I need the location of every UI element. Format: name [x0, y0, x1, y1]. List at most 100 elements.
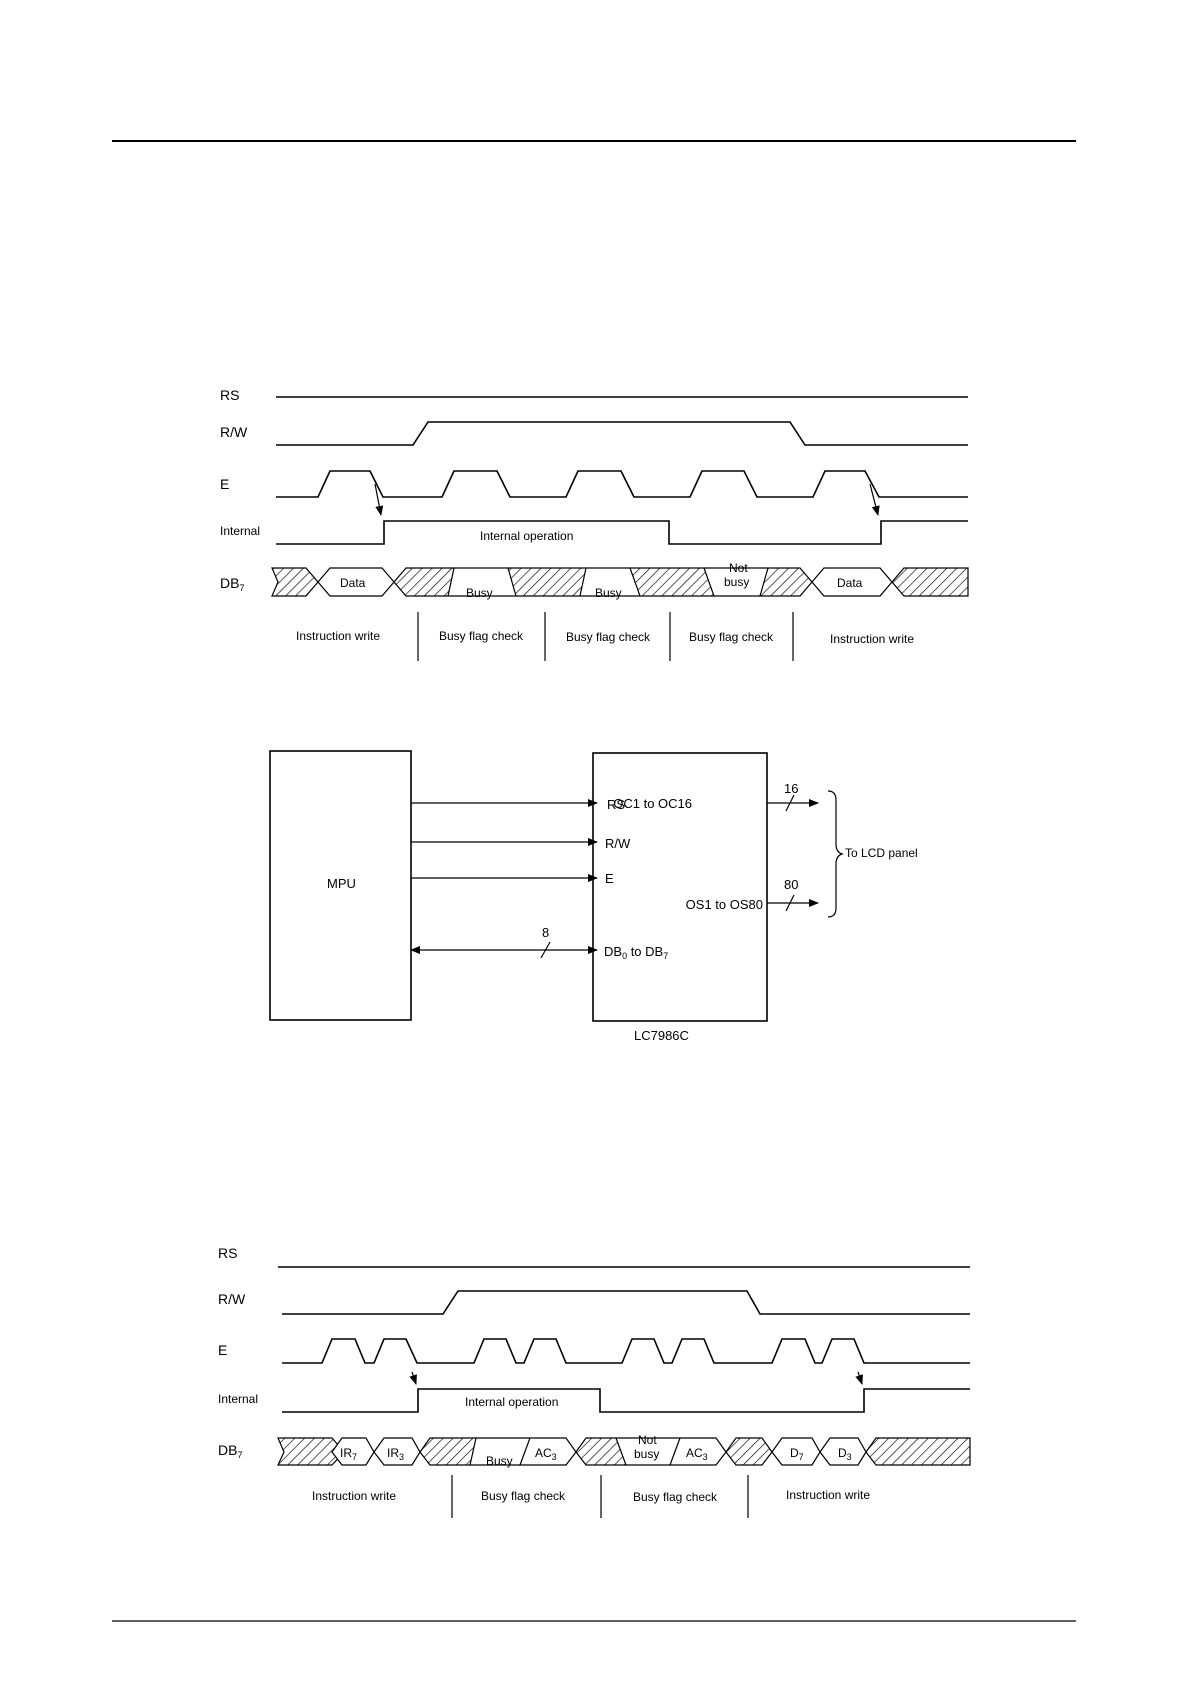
db7-data-left: Data: [340, 576, 366, 590]
os-slash: [785, 894, 795, 912]
pin-db-sub0: 0: [622, 951, 627, 961]
bus-invalid-region: [865, 1437, 971, 1466]
d7-sub: 7: [799, 1452, 804, 1462]
db-bus-width: 8: [542, 925, 549, 940]
pin-db: DB0 to DB7: [604, 944, 668, 961]
ac3a-sub: 3: [552, 1452, 557, 1462]
e-waveform: [282, 1338, 970, 1364]
db7-ac3-2: AC3: [686, 1446, 708, 1462]
phase-label: Busy flag check: [689, 630, 774, 644]
phase-label: Busy flag check: [481, 1489, 566, 1503]
db7-bus: Data Data Busy Busy Not busy: [271, 561, 969, 600]
bus-invalid-region: [725, 1437, 773, 1466]
d7-text: D: [790, 1446, 799, 1460]
bus-invalid-region: [629, 567, 715, 597]
internal-waveform: [276, 520, 968, 545]
signal-label-db7: DB7: [220, 575, 244, 593]
db7-data-right: Data: [837, 576, 863, 590]
db-label-text: DB: [218, 1442, 237, 1458]
oc-slash: [785, 794, 795, 812]
ir3-text: IR: [387, 1446, 399, 1460]
pin-os: OS1 to OS80: [686, 897, 763, 912]
rw-waveform: [282, 1290, 970, 1315]
signal-label-internal: Internal: [220, 524, 260, 538]
bus-invalid-region: [271, 567, 319, 597]
signal-label-e: E: [220, 476, 229, 492]
pin-rs: RS: [607, 797, 625, 812]
db-label-sub: 7: [239, 583, 244, 593]
db7-busy-2: Busy: [595, 586, 622, 600]
signal-label-e: E: [218, 1342, 227, 1358]
lcd-brace: [827, 790, 844, 918]
pin-rw: R/W: [605, 836, 631, 851]
mpu-block: [269, 750, 412, 1021]
ac3b-text: AC: [686, 1446, 703, 1460]
pin-db-a: DB: [604, 944, 622, 959]
db7-busy-1: Busy: [466, 586, 493, 600]
bus-invalid-region: [419, 1437, 477, 1466]
db-bus-slash: [540, 941, 551, 959]
bus-invalid-region: [277, 1437, 345, 1466]
db7-ir3: IR3: [387, 1446, 404, 1462]
block-diagram: MPU LC7986C 8 RS R/W E DB0 to DB7 OC1 to…: [269, 750, 918, 1043]
db7-d3: D3: [838, 1446, 852, 1462]
bus-invalid-region: [393, 567, 455, 597]
bus-invalid-region: [507, 567, 587, 597]
db7-not-busy-line2: busy: [634, 1447, 659, 1461]
db7-not-busy-line1: Not: [729, 561, 748, 575]
signal-label-rw: R/W: [218, 1291, 246, 1307]
oc-count: 16: [784, 781, 798, 796]
phase-label: Instruction write: [786, 1488, 870, 1502]
db7-d7: D7: [790, 1446, 804, 1462]
db-label-sub: 7: [237, 1450, 242, 1460]
signal-label-db7: DB7: [218, 1442, 242, 1460]
lcd-controller-block: [592, 752, 768, 1022]
pin-e: E: [605, 871, 614, 886]
timing-diagram-2: RS R/W E Internal DB7 Internal operation: [218, 1245, 971, 1518]
pin-db-mid: to DB: [627, 944, 663, 959]
signal-label-rw: R/W: [220, 424, 248, 440]
bus-invalid-region: [891, 567, 969, 597]
ac3b-sub: 3: [703, 1452, 708, 1462]
db7-not-busy-line2: busy: [724, 575, 749, 589]
db7-ac3-1: AC3: [535, 1446, 557, 1462]
bus-valid-region: [519, 1437, 577, 1466]
bus-valid-region: [669, 1437, 727, 1466]
mpu-label: MPU: [327, 876, 356, 891]
db7-busy: Busy: [486, 1454, 513, 1468]
ir7-text: IR: [340, 1446, 352, 1460]
phase-label: Instruction write: [830, 632, 914, 646]
e-to-internal-arrow: [869, 483, 880, 516]
ir3-sub: 3: [399, 1452, 404, 1462]
ir7-sub: 7: [352, 1452, 357, 1462]
internal-operation-label: Internal operation: [480, 529, 573, 543]
signal-label-rs: RS: [220, 387, 239, 403]
signal-label-rs: RS: [218, 1245, 237, 1261]
phase-label: Instruction write: [312, 1489, 396, 1503]
phase-label: Instruction write: [296, 629, 380, 643]
e-waveform: [276, 470, 968, 498]
db7-not-busy-line1: Not: [638, 1433, 657, 1447]
chip-label: LC7986C: [634, 1028, 689, 1043]
db7-ir7: IR7: [340, 1446, 357, 1462]
bus-invalid-region: [575, 1437, 627, 1466]
lcd-panel-label: To LCD panel: [845, 846, 918, 860]
d3-text: D: [838, 1446, 847, 1460]
bus-invalid-region: [759, 567, 813, 597]
internal-operation-label: Internal operation: [465, 1395, 558, 1409]
internal-waveform: [282, 1388, 970, 1413]
phase-label: Busy flag check: [633, 1490, 718, 1504]
e-to-internal-arrow: [374, 483, 384, 516]
pin-oc: OC1 to OC16: [613, 796, 692, 811]
timing-diagram-1: RS R/W E Internal DB7 Internal operation: [220, 387, 969, 661]
db-label-text: DB: [220, 575, 239, 591]
pin-db-sub7: 7: [663, 951, 668, 961]
os-count: 80: [784, 877, 798, 892]
db7-bus: IR7 IR3 Busy AC3 Not busy AC3 D7 D3: [277, 1433, 971, 1468]
phase-label: Busy flag check: [439, 629, 524, 643]
d3-sub: 3: [847, 1452, 852, 1462]
rw-waveform: [276, 421, 968, 446]
ac3a-text: AC: [535, 1446, 552, 1460]
e-to-internal-arrow: [409, 1371, 417, 1385]
